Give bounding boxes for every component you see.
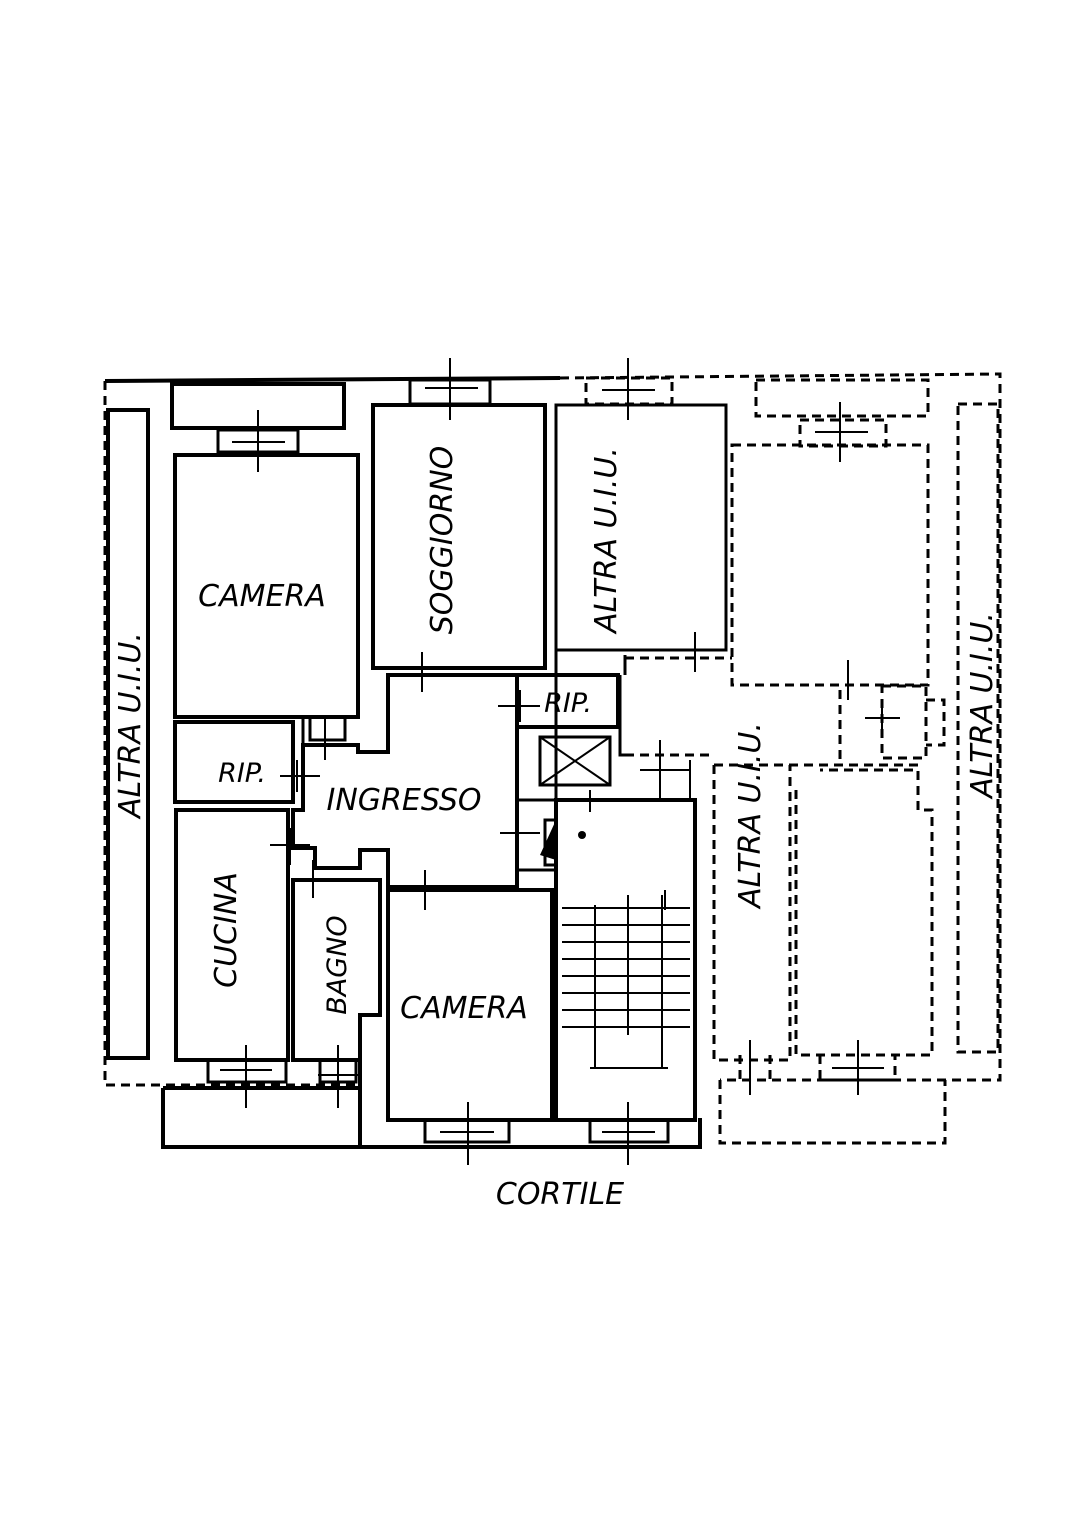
label-soggiorno: SOGGIORNO [425, 446, 460, 635]
room-camera-top [173, 453, 360, 719]
balconies [170, 376, 888, 454]
label-altra-right: ALTRA U.I.U. [965, 612, 1000, 800]
lift-shaft [538, 735, 612, 787]
label-camera-top: CAMERA [198, 579, 326, 614]
label-cucina: CUCINA [209, 872, 244, 988]
room-altra-top [554, 403, 728, 652]
label-cortile: CORTILE [496, 1177, 624, 1212]
label-bagno: BAGNO [322, 915, 353, 1014]
label-ingresso: INGRESSO [327, 783, 482, 818]
window-markers [220, 358, 900, 1165]
room-labels: CAMERA SOGGIORNO ALTRA U.I.U. RIP. RIP. … [113, 446, 1000, 1212]
room-ingresso [291, 673, 519, 889]
label-rip-right: RIP. [544, 688, 592, 719]
label-camera-bottom: CAMERA [400, 991, 528, 1026]
room-camera-bottom [386, 888, 554, 1122]
room-soggiorno [371, 403, 547, 670]
label-altra-top: ALTRA U.I.U. [589, 447, 624, 635]
left-neighbour-strip [106, 408, 150, 1060]
staircase [540, 798, 697, 1122]
room-rip-left [173, 720, 295, 804]
bottom-balconies [206, 1015, 670, 1145]
label-altra-mid: ALTRA U.I.U. [733, 722, 768, 910]
label-rip-left: RIP. [218, 758, 266, 789]
label-altra-left: ALTRA U.I.U. [113, 632, 148, 820]
